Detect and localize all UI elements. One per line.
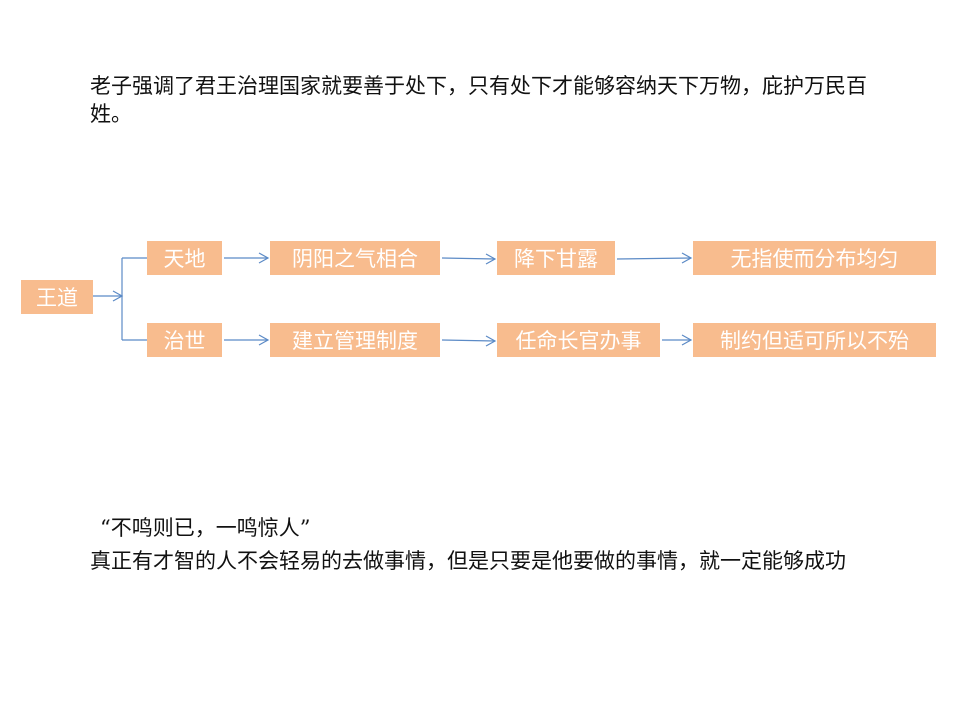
node-row1-4: 无指使而分布均匀	[693, 241, 936, 275]
node-row2-2: 建立管理制度	[270, 323, 440, 357]
node-row2-1: 治世	[147, 323, 222, 357]
node-row2-3: 任命长官办事	[497, 323, 660, 357]
explanation-text: 真正有才智的人不会轻易的去做事情，但是只要是他要做的事情，就一定能够成功	[90, 549, 846, 573]
node-row1-2: 阴阳之气相合	[270, 241, 440, 275]
quote-text: “不鸣则已，一鸣惊人”	[100, 516, 311, 540]
node-root: 王道	[21, 280, 93, 314]
node-row1-3: 降下甘露	[497, 241, 615, 275]
node-row1-1: 天地	[147, 241, 222, 275]
node-row2-4: 制约但适可所以不殆	[693, 323, 936, 357]
intro-text: 老子强调了君王治理国家就要善于处下，只有处下才能够容纳天下万物，庇护万民百姓。	[90, 74, 867, 126]
